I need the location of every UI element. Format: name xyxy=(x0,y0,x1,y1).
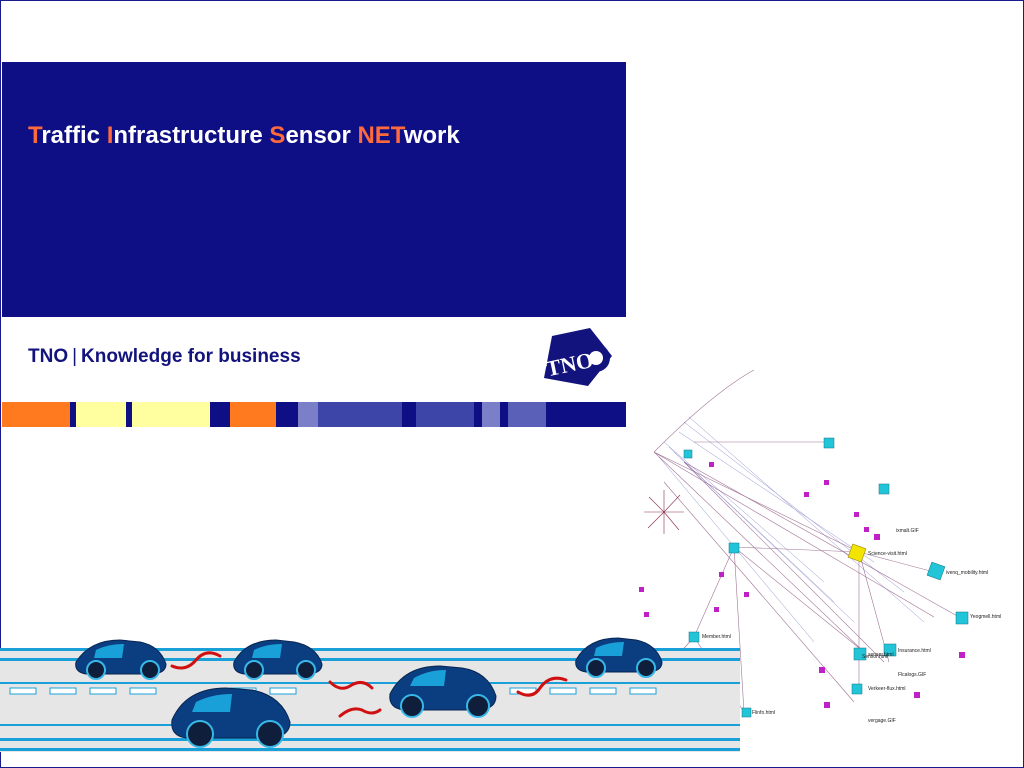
title-word-ensor: ensor xyxy=(285,122,358,149)
slide-title: Traffic Infrastructure Sensor NETwork xyxy=(28,122,460,150)
network-label-ixmalt: ixmalt.GIF xyxy=(896,528,919,534)
network-label-ivenq-mobility: ivenq_mobility.html xyxy=(946,570,988,576)
network-label-member: Member.html xyxy=(702,634,731,640)
network-label-vergage: vergage.GIF xyxy=(868,718,896,724)
title-letters-net: NET xyxy=(357,122,404,149)
tagline-text: Knowledge for business xyxy=(81,346,301,367)
network-label-sensor-2: Sensor.html xyxy=(862,654,888,660)
tagline-brand: TNO xyxy=(28,346,69,367)
title-word-raffic: raffic xyxy=(41,122,107,149)
network-label-verkeer-flux: Verkeer-flux.html xyxy=(868,686,906,692)
network-label-flcalogs: Flcalogs.GIF xyxy=(898,672,926,678)
network-label-science-visit: Science-visit.html xyxy=(868,551,907,557)
title-word-nfrastructure: nfrastructure xyxy=(113,122,270,149)
tagline-separator: | xyxy=(72,346,78,367)
title-word-work: work xyxy=(403,122,460,149)
title-letter-i: I xyxy=(106,122,114,149)
color-stripe-bar xyxy=(2,402,626,427)
network-label-insurance: Insurance.html xyxy=(898,648,931,654)
network-label-yeogmell: Yeogmell.html xyxy=(970,614,1001,620)
tno-logo-icon: TNO xyxy=(544,328,612,386)
network-label-flinfo: Flinfo.html xyxy=(752,710,775,716)
title-letter-s: S xyxy=(269,122,286,149)
title-letter-t: T xyxy=(28,122,42,149)
tagline: TNO|Knowledge for business xyxy=(28,346,301,368)
traffic-road-illustration xyxy=(0,637,740,752)
network-label-sensor: sensor.html xyxy=(868,652,894,658)
sensor-network-graph: Science-visit.html ivenq_mobility.html i… xyxy=(639,369,1001,724)
title-panel: Traffic Infrastructure Sensor NETwork xyxy=(2,62,626,317)
